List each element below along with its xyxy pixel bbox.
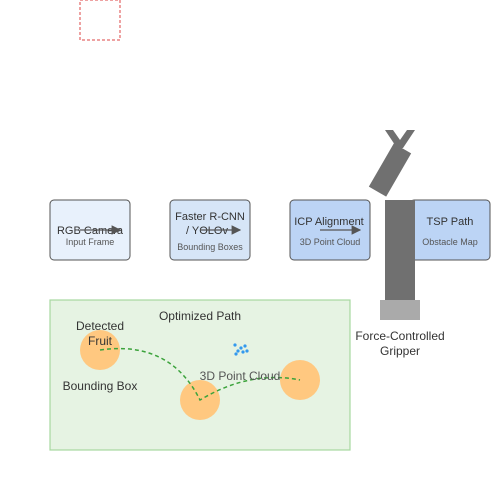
scene-panel: Optimized Path Detected Fruit Bounding B… — [49, 299, 351, 451]
dashed-placeholder-box — [79, 0, 121, 41]
robot-forearm — [368, 143, 412, 197]
gripper-label-line2: Gripper — [380, 344, 420, 358]
camera-title: RGB Camera — [57, 225, 124, 237]
robot-column-front — [385, 200, 415, 300]
icp-subtitle: 3D Point Cloud — [300, 237, 361, 247]
point-cloud-dots — [233, 343, 249, 356]
optimized-path-line — [99, 347, 301, 402]
gripper-label-line1: Force-Controlled — [355, 329, 444, 343]
cloud-label: 3D Point Cloud — [200, 369, 281, 383]
tsp-title: TSP Path — [427, 216, 474, 228]
detector-title-line1: Faster R-CNN — [175, 211, 245, 223]
detector-subtitle: Bounding Boxes — [177, 242, 243, 252]
detector-title-line2: / YOLOv — [186, 225, 228, 237]
robot-base — [380, 300, 420, 320]
icp-title: ICP Alignment — [294, 216, 364, 228]
gripper-claw-icon — [385, 130, 415, 148]
fruit-label-line2: Fruit — [88, 334, 113, 348]
icp-box: ICP Alignment 3D Point Cloud — [289, 199, 371, 261]
tsp-subtitle: Obstacle Map — [422, 237, 478, 247]
bbox-label: Bounding Box — [63, 379, 138, 393]
tsp-box: TSP Path Obstacle Map — [409, 199, 491, 261]
detector-box: Faster R-CNN / YOLOv Bounding Boxes — [169, 199, 251, 261]
camera-subtitle: Input Frame — [66, 237, 115, 247]
fruit-label-line1: Detected — [76, 319, 124, 333]
path-label: Optimized Path — [159, 309, 241, 323]
camera-box: RGB Camera Input Frame — [49, 199, 131, 261]
